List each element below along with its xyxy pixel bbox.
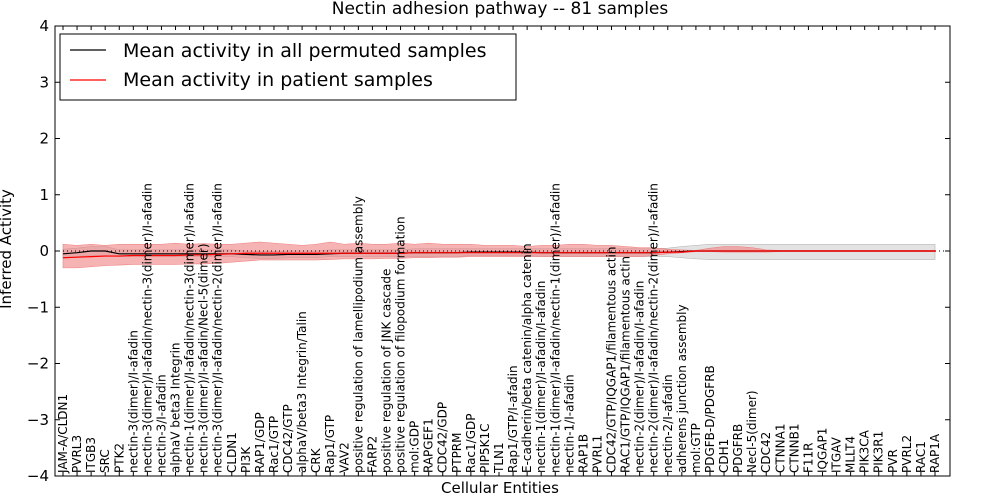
x-tick-label: adherens junction assembly: [675, 304, 689, 473]
x-tick-label: CTNNA1: [773, 423, 787, 473]
x-tick-label: PVRL3: [70, 435, 84, 473]
x-tick-label: JAM-A/CLDN1: [56, 394, 70, 474]
x-tick-label: PIP5K1C: [478, 423, 492, 473]
x-tick-label: CDC42: [759, 432, 773, 473]
x-tick-label: nectin-2(dimer)/I-afadin/I-afadin: [633, 281, 647, 473]
x-tick-label: PTK2: [112, 443, 126, 473]
x-tick-label: PIK3R1: [872, 431, 886, 473]
y-ticks: −4 −3 −2 −1 0 1 2 3 4: [27, 17, 950, 485]
legend-label-permuted: Mean activity in all permuted samples: [123, 40, 486, 62]
x-tick-label: PVRL1: [590, 435, 604, 473]
x-tick-label: E-cadherin/beta catenin/alpha catenin: [520, 243, 534, 473]
series-lines: [62, 250, 935, 259]
x-tick-label: Rap1/GTP: [323, 415, 337, 473]
x-tick-label: PVRL2: [900, 435, 914, 473]
x-tick-label: positive regulation of JNK cascade: [379, 269, 393, 473]
x-tick-label: CDC42/GTP/IQGAP1/filamentous actin: [605, 247, 619, 473]
x-tick-label: CLDN1: [225, 432, 239, 473]
x-axis-label: Cellular Entities: [441, 479, 559, 497]
plot-frame: [54, 25, 951, 477]
x-tick-label: positive regulation of lamellipodium ass…: [351, 196, 365, 473]
x-tick-label: RAP1A: [928, 433, 942, 473]
x-tick-label: RAC1: [914, 441, 928, 473]
y-tick-label: −4: [27, 467, 49, 485]
x-tick-label: VAV2: [337, 442, 351, 473]
x-tick-label: IQGAP1: [815, 428, 829, 473]
x-tick-label: Rac1/GDP: [464, 414, 478, 473]
x-tick-label: CDC42/GTP: [281, 404, 295, 473]
legend-label-patient: Mean activity in patient samples: [123, 69, 433, 91]
x-tick-label: Necl-5(dimer): [745, 390, 759, 473]
x-tick-label: PDGFRB: [731, 424, 745, 473]
x-tick-label: PIK3CA: [858, 429, 872, 473]
chart-title: Nectin adhesion pathway -- 81 samples: [332, 0, 669, 19]
x-tick-label: CDC42/GDP: [436, 402, 450, 473]
x-tick-label: CTNNB1: [787, 423, 801, 473]
legend: Mean activity in all permuted samples Me…: [59, 33, 517, 101]
x-tick-label: ITGAV: [830, 436, 844, 473]
y-tick-label: −3: [27, 411, 49, 429]
x-tick-label: positive regulation of filopodium format…: [394, 216, 408, 473]
x-tick-label: CDH1: [717, 439, 731, 473]
x-tick-label: Rap1/GTP/I-afadin: [506, 365, 520, 473]
x-tick-label: nectin-1/I-afadin: [562, 374, 576, 473]
x-tick-label: PVR: [886, 449, 900, 473]
x-tick-label: Rac1/GTP: [267, 416, 281, 473]
x-tick-label: nectin-3(dimer)/I-afadin/Necl-5(dimer): [197, 243, 211, 473]
x-tick-label: RAP1B: [576, 434, 590, 473]
x-tick-label: nectin-1(dimer)/I-afadin/I-afadin: [534, 281, 548, 473]
line-patient: [62, 250, 935, 259]
x-tick-label: RAP1/GDP: [253, 412, 267, 473]
x-tick-label: nectin-2/I-afadin: [661, 374, 675, 473]
y-axis-label: Inferred Activity: [0, 189, 15, 309]
x-tick-label: alphaV/beta3 Integrin/Talin: [295, 311, 309, 473]
x-tick-label: nectin-3/I-afadin: [154, 374, 168, 473]
x-tick-label: PI3K: [239, 446, 253, 473]
x-tick-label: mol:GDP: [408, 421, 422, 473]
x-tick-label: alphaV beta3 Integrin: [169, 342, 183, 473]
y-tick-label: −1: [27, 298, 49, 316]
x-tick-label: SRC: [98, 449, 112, 473]
y-tick-label: −2: [27, 355, 49, 373]
x-tick-label: nectin-1(dimer)/I-afadin/nectin-1(dimer)…: [548, 183, 562, 473]
x-tick-label: RAPGEF1: [422, 418, 436, 473]
y-tick-label: 2: [39, 130, 49, 148]
y-tick-label: 0: [39, 242, 49, 260]
x-tick-label: nectin-3(dimer)/I-afadin/nectin-2(dimer)…: [211, 183, 225, 473]
y-tick-label: 1: [39, 186, 49, 204]
x-tick-label: mol:GTP: [689, 423, 703, 473]
x-tick-label: TLN1: [492, 442, 506, 474]
y-tick-label: 4: [39, 17, 49, 35]
x-tick-label: RAC1/GTP/IQGAP1/filamentous actin: [619, 256, 633, 473]
x-tick-label: CRK: [309, 447, 323, 473]
x-tick-label: PDGFB-D/PDGFRB: [703, 365, 717, 473]
x-tick-label: F11R: [801, 442, 815, 473]
x-tick-label: FARP2: [365, 436, 379, 473]
x-tick-label: MLLT4: [844, 436, 858, 473]
y-tick-label: 3: [39, 73, 49, 91]
x-tick-label: nectin-2(dimer)/I-afadin/nectin-2(dimer)…: [647, 183, 661, 473]
x-tick-label: nectin-3(dimer)/I-afadin: [126, 330, 140, 473]
legend-box: [59, 33, 517, 101]
x-tick-label: nectin-1(dimer)/I-afadin/nectin-3(dimer)…: [183, 183, 197, 473]
x-tick-label: PTPRM: [450, 433, 464, 474]
x-tick-label: ITGB3: [84, 437, 98, 473]
x-tick-label: nectin-3(dimer)/I-afadin/nectin-3(dimer)…: [140, 183, 154, 473]
